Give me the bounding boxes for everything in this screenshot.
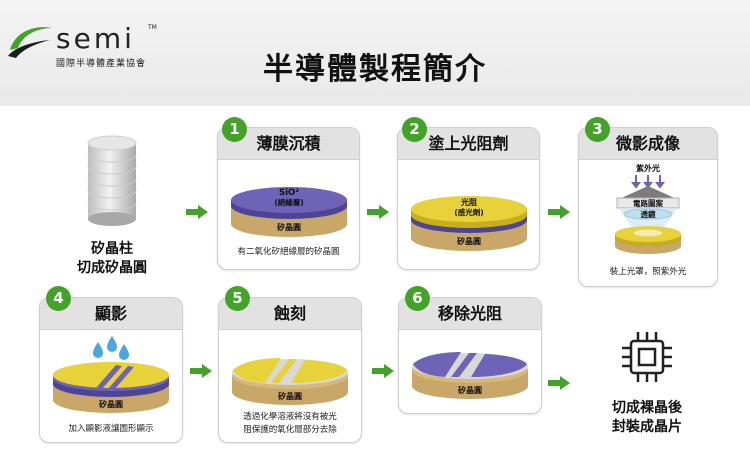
step-5-caption: 透過化學溶液將沒有被光 阻保護的氧化層部分去除 — [219, 411, 361, 437]
final-label-line2: 封裝成晶片 — [612, 419, 682, 435]
final-label: 切成裸晶後 封裝成晶片 — [597, 399, 697, 437]
developed-wafer-icon: 矽晶圓 — [53, 362, 169, 413]
step-3-card: 微影成像 紫外光 電路圖案 透鏡 裝上光罩，照紫外光 — [578, 127, 718, 287]
arrow-right-icon — [367, 205, 389, 219]
etched-wafer-icon: 矽晶圓 — [232, 358, 348, 405]
wafer-label: 矽晶圓 — [277, 222, 301, 232]
logo-trademark: TM — [148, 24, 157, 31]
step-3-badge: 3 — [585, 117, 610, 142]
oxide-wafer-icon: SiO² (絕緣層) 矽晶圓 — [231, 187, 347, 237]
developer-drops-icon — [93, 336, 129, 360]
uv-rays-icon — [631, 175, 665, 189]
semi-logo: semi TM 國際半導體產業協會 — [6, 20, 157, 70]
oxide-layer-sublabel: (絕緣層) — [274, 197, 303, 207]
page-title: 半導體製程簡介 — [263, 52, 487, 87]
step-6-card: 移除光阻 矽晶圓 — [398, 297, 542, 414]
uv-light-label: 紫外光 — [636, 163, 660, 173]
step-1-card: 薄膜沉積 SiO² (絕緣層) 矽晶圓 有二氧化矽絕緣層的矽晶圓 — [217, 127, 360, 270]
photoresist-label: 光阻 — [460, 197, 477, 207]
step-5-badge: 5 — [225, 286, 250, 311]
step-2-badge: 2 — [402, 117, 427, 142]
wafer-label: 矽晶圓 — [278, 391, 302, 401]
arrow-right-icon — [372, 364, 394, 378]
oxide-layer-label: SiO² — [279, 188, 299, 198]
wafer-label: 矽晶圓 — [457, 236, 481, 246]
step-5-card: 蝕刻 矽晶圓 透過化學溶液將沒有被光 阻保護的氧化層部分去除 — [218, 297, 362, 443]
ingot-label-line1: 矽晶柱 — [91, 241, 133, 257]
step-4-card: 顯影 矽晶圓 加入顯影液讓圖形顯示 — [39, 297, 183, 443]
step-4-caption: 加入顯影液讓圖形顯示 — [68, 424, 154, 434]
arrow-right-icon — [190, 364, 212, 378]
lens-label: 透鏡 — [641, 209, 656, 219]
logo-wordmark: semi — [56, 22, 135, 55]
photomask-label: 電路圖案 — [633, 198, 663, 208]
step-1-badge: 1 — [222, 117, 247, 142]
step-5-caption-line2: 阻保護的氧化層部分去除 — [243, 425, 337, 435]
step-5-caption-line1: 透過化學溶液將沒有被光 — [243, 412, 337, 422]
ingot-label-line2: 切成矽晶圓 — [77, 260, 147, 276]
step-6-badge: 6 — [405, 286, 430, 311]
arrow-right-icon — [548, 205, 570, 219]
lithography-setup-icon: 紫外光 電路圖案 透鏡 — [615, 163, 681, 254]
arrow-right-icon — [548, 376, 570, 390]
silicon-ingot-icon — [87, 135, 137, 226]
arrow-right-icon — [186, 205, 208, 219]
final-label-line1: 切成裸晶後 — [612, 400, 682, 416]
step-1-caption: 有二氧化矽絕緣層的矽晶圓 — [237, 247, 340, 257]
step-2-card: 塗上光阻劑 光阻 (感光劑) 矽晶圓 — [397, 127, 540, 270]
photoresist-sublabel: (感光劑) — [454, 207, 483, 217]
wafer-label: 矽晶圓 — [458, 385, 482, 395]
ingot-label: 矽晶柱 切成矽晶圓 — [62, 240, 162, 278]
semi-swoosh-icon — [8, 27, 52, 58]
org-name: 國際半導體產業協會 — [56, 59, 147, 69]
photoresist-wafer-icon: 光阻 (感光劑) 矽晶圓 — [411, 196, 527, 251]
chip-icon — [622, 332, 672, 382]
step-4-badge: 4 — [46, 286, 71, 311]
wafer-label: 矽晶圓 — [99, 399, 123, 409]
resist-removed-wafer-icon: 矽晶圓 — [412, 352, 528, 399]
step-3-caption: 裝上光罩，照紫外光 — [609, 267, 687, 277]
header-band — [0, 0, 750, 106]
